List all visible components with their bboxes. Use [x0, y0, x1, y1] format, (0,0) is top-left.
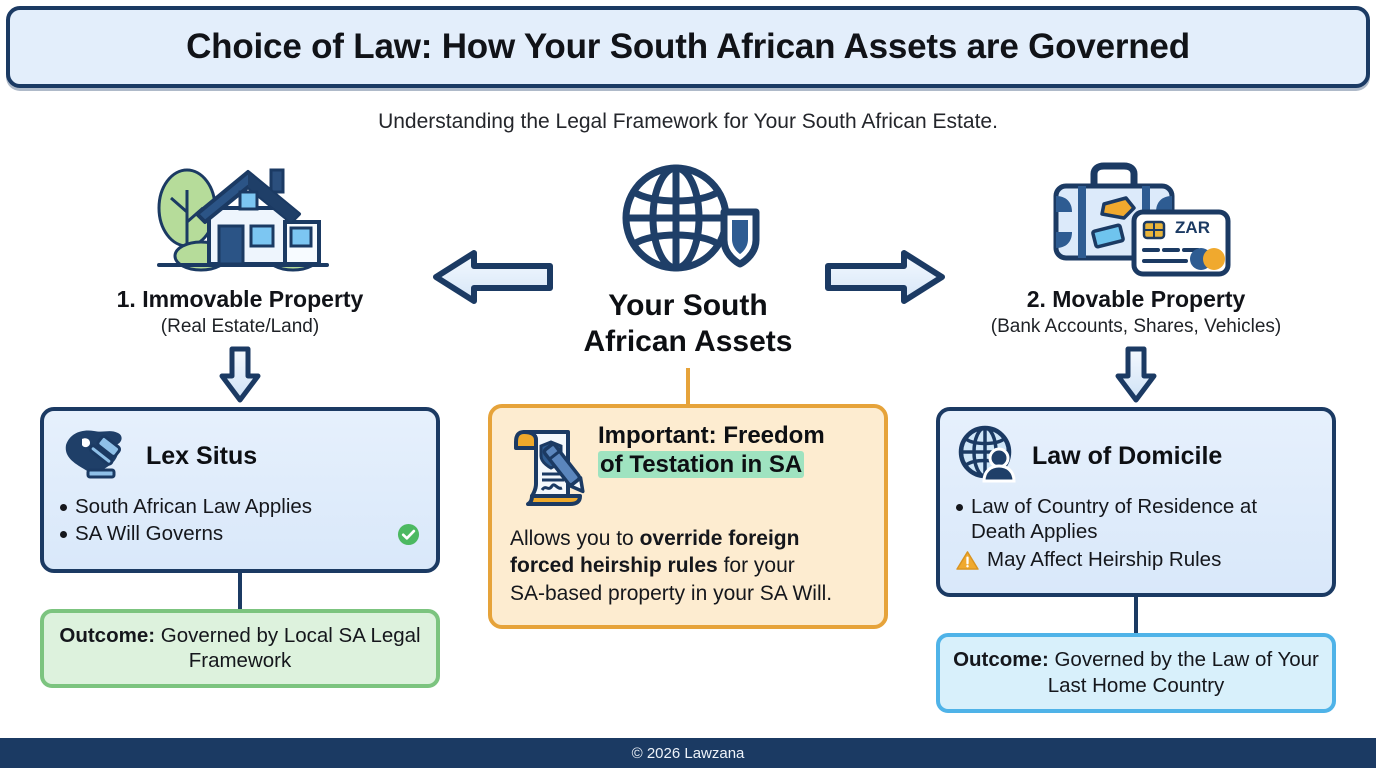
legal-document-pen-icon	[510, 422, 588, 513]
body-pre: Allows you to	[510, 527, 640, 550]
lex-situs-title: Lex Situs	[146, 441, 258, 470]
body-mid: for your	[717, 554, 795, 578]
left-branch-subtitle: (Real Estate/Land)	[160, 316, 320, 338]
center-connector	[488, 360, 888, 406]
body-bold-2: forced heirship rules	[510, 554, 718, 578]
south-africa-map-gavel-icon	[60, 425, 136, 488]
freedom-of-testation-header: Important: Freedom of Testation in SA	[510, 422, 866, 513]
left-connector	[40, 572, 440, 609]
center-branch: Your South African Assets	[488, 160, 888, 629]
lex-situs-card-header: Lex Situs	[60, 425, 420, 488]
suitcase-bankcard-zar-icon: ZAR	[936, 160, 1336, 280]
bullet-dot-icon	[60, 503, 67, 511]
check-circle-icon	[397, 523, 420, 553]
list-item: May Affect Heirship Rules	[956, 547, 1316, 578]
right-branch-subtitle: (Bank Accounts, Shares, Vehicles)	[990, 316, 1282, 338]
lex-situs-bullet-list: South African Law Applies SA Will Govern…	[60, 494, 420, 553]
warning-triangle-icon	[956, 550, 979, 578]
title-banner: Choice of Law: How Your South African As…	[6, 6, 1370, 88]
freedom-title-line1: Important: Freedom	[598, 422, 825, 449]
footer-bar: © 2026 Lawzana	[0, 738, 1376, 768]
outcome-text: Governed by Local SA Legal Framework	[155, 623, 421, 673]
bullet-text: South African Law Applies	[75, 494, 313, 518]
left-branch: 1. Immovable Property (Real Estate/Land)	[40, 160, 440, 689]
arrow-left-icon	[432, 248, 556, 311]
bullet-text: May Affect Heirship Rules	[987, 547, 1222, 571]
page-title: Choice of Law: How Your South African As…	[186, 27, 1190, 66]
law-of-domicile-bullet-list: Law of Country of Residence at Death App…	[956, 494, 1316, 578]
connector-stem	[1134, 597, 1138, 634]
freedom-of-testation-title: Important: Freedom of Testation in SA	[598, 422, 825, 480]
left-outcome-pill: Outcome: Governed by Local SA Legal Fram…	[40, 608, 440, 689]
outcome-label: Outcome:	[953, 648, 1049, 672]
bullet-dot-icon	[60, 531, 67, 539]
bullet-dot-icon	[956, 503, 963, 511]
arrow-down-icon	[40, 345, 440, 403]
arrow-down-icon	[936, 345, 1336, 403]
right-branch: ZAR 2. Movable Property (Bank Accounts, …	[936, 160, 1336, 713]
freedom-of-testation-card: Important: Freedom of Testation in SA Al…	[488, 404, 888, 629]
right-branch-title: 2. Movable Property	[1026, 286, 1246, 312]
outcome-text: Governed by the Law of Your Last Home Co…	[1047, 648, 1319, 698]
outcome-label: Outcome:	[59, 623, 156, 647]
bullet-text: Law of Country of Residence at Death App…	[971, 494, 1258, 544]
body-post: SA-based property in your SA Will.	[510, 581, 833, 605]
right-connector	[936, 597, 1336, 634]
globe-shield-icon	[488, 160, 888, 284]
list-item: SA Will Governs	[60, 521, 420, 553]
house-tree-icon	[40, 160, 440, 280]
connector-stem	[238, 572, 242, 609]
center-heading-line1: Your South	[608, 289, 768, 322]
arrow-right-icon	[822, 248, 946, 311]
list-item: South African Law Applies	[60, 494, 420, 520]
connector-stem-orange	[686, 368, 690, 406]
center-heading: Your South African Assets	[488, 288, 888, 360]
body-bold-1: override foreign	[639, 527, 800, 550]
center-heading-line2: African Assets	[583, 325, 793, 358]
law-of-domicile-card-header: Law of Domicile	[956, 425, 1316, 488]
law-of-domicile-card: Law of Domicile Law of Country of Reside…	[936, 406, 1336, 598]
lex-situs-card: Lex Situs South African Law Applies SA W…	[40, 406, 440, 573]
zar-label: ZAR	[1175, 218, 1210, 237]
freedom-title-line2: of Testation in SA	[598, 450, 805, 478]
law-of-domicile-title: Law of Domicile	[1032, 441, 1223, 470]
globe-person-icon	[956, 425, 1022, 488]
freedom-of-testation-body: Allows you to override foreign forced he…	[510, 525, 866, 607]
copyright-text: © 2026 Lawzana	[631, 744, 745, 762]
list-item: Law of Country of Residence at Death App…	[956, 494, 1316, 545]
page-subtitle: Understanding the Legal Framework for Yo…	[378, 110, 998, 133]
right-outcome-pill: Outcome: Governed by the Law of Your Las…	[936, 633, 1336, 713]
left-branch-title: 1. Immovable Property	[116, 286, 364, 312]
bullet-text: SA Will Governs	[75, 522, 224, 546]
